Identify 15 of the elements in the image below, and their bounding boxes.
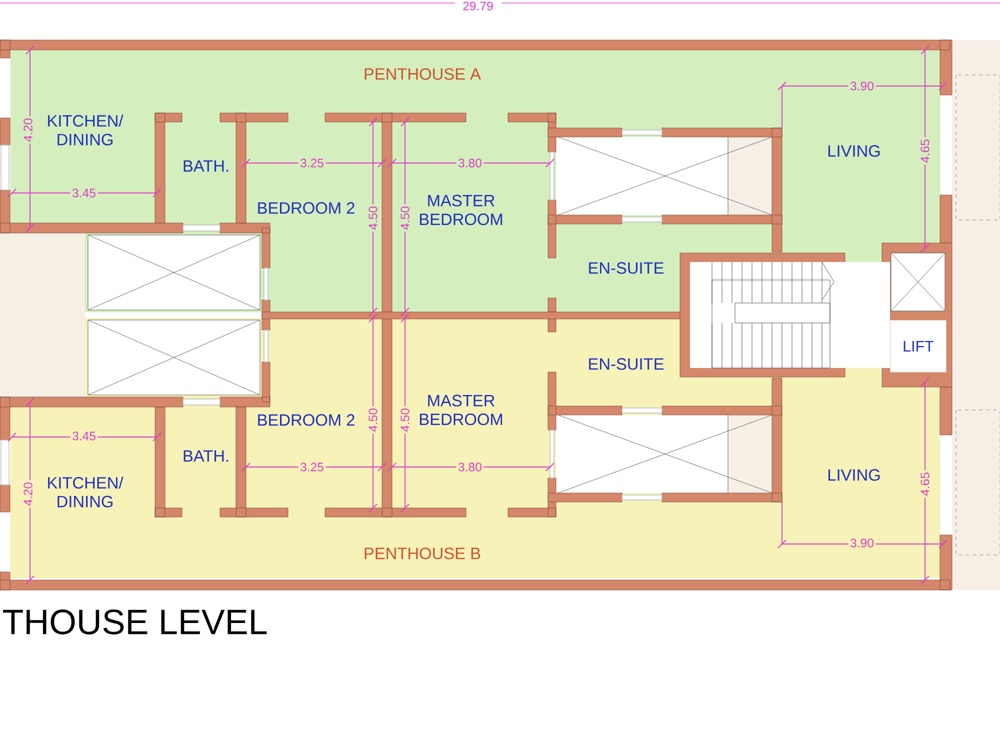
room-label: BATH. [184,450,228,462]
node-label: LIFT [904,340,934,352]
room-label: MASTER BEDROOM [420,194,502,226]
dimension-label: 29.79 [460,0,496,12]
room-label: BEDROOM 2 [258,414,354,426]
room-label: BEDROOM 2 [258,202,354,214]
room-label: KITCHEN/ DINING [48,476,124,508]
room-label: LIVING [828,145,880,157]
room-label: MASTER BEDROOM [420,394,502,426]
room-label: EN-SUITE [589,358,664,370]
room-label: KITCHEN/ DINING [48,114,124,146]
room-label: BATH. [184,160,228,172]
title: THOUSE LEVEL [3,610,267,634]
room-label: LIVING [828,469,880,481]
room-label: EN-SUITE [589,262,664,274]
